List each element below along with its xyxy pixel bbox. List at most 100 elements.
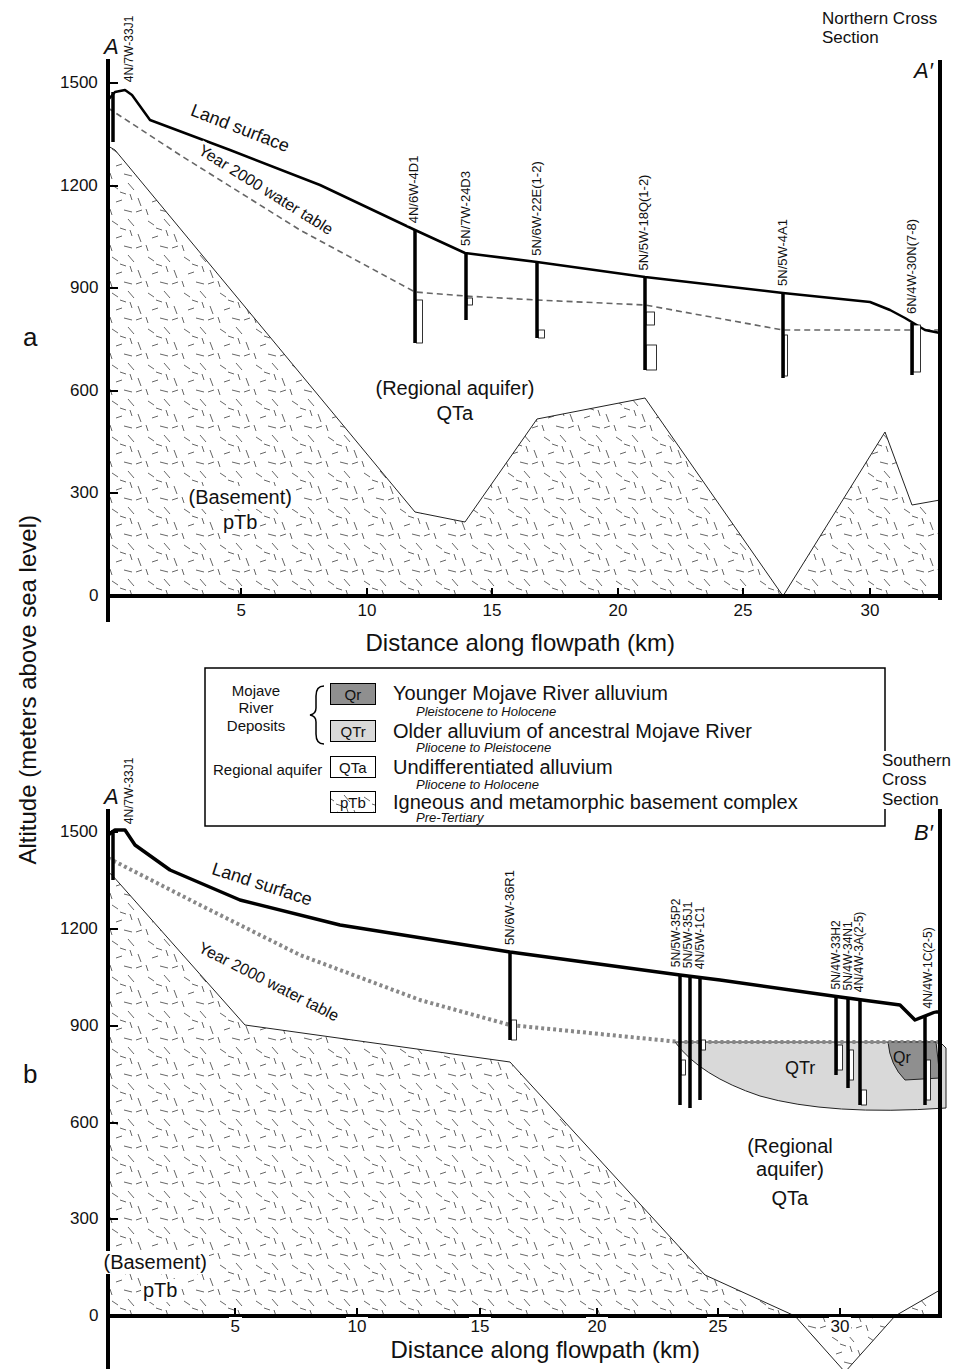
- figure-label: A: [102, 34, 121, 59]
- well-label: 5N/6W-36R1: [502, 868, 517, 947]
- well-casing: [698, 977, 702, 1100]
- figure-label: A: [102, 784, 121, 809]
- basement-b-east: [895, 1290, 940, 1316]
- axis-tick: [479, 1308, 481, 1316]
- figure-label: Mojave River Deposits: [221, 682, 291, 734]
- figure-label: QTr: [339, 723, 368, 740]
- axis-tick: [108, 492, 118, 494]
- legend-text: Undifferentiated alluvium: [391, 756, 615, 779]
- figure-label: pTb: [338, 794, 368, 811]
- well-screen: [512, 1020, 517, 1040]
- figure-label: 10: [346, 1317, 369, 1337]
- figure-label: 15: [481, 601, 504, 621]
- axis-tick: [240, 588, 242, 596]
- land-surface-a: [108, 90, 940, 333]
- basement-b: [108, 872, 795, 1316]
- well-screen: [417, 300, 423, 343]
- swatch-pattern: [331, 792, 375, 812]
- axis-tick: [356, 1308, 358, 1316]
- axis-tick: [742, 588, 744, 596]
- figure-label: 5: [235, 601, 248, 621]
- figure-label: 20: [586, 1317, 609, 1337]
- basement-b-trough: [795, 1316, 895, 1369]
- figure-label: Pleistocene to Holocene: [414, 705, 558, 720]
- axis-tick: [839, 1308, 841, 1316]
- qr-unit: [888, 1042, 940, 1080]
- figure-label: Qr: [891, 1049, 913, 1067]
- figure-label: 25: [707, 1317, 730, 1337]
- axis-tick: [596, 1308, 598, 1316]
- figure-label: 1200: [58, 919, 100, 939]
- axis-line: [106, 40, 110, 622]
- qtr-unit: [675, 1042, 946, 1110]
- figure-label: 900: [68, 1016, 100, 1036]
- axis-tick: [617, 588, 619, 596]
- well-casing: [111, 830, 115, 880]
- axis-tick: [869, 588, 871, 596]
- figure-label: 10: [356, 601, 379, 621]
- well-casing: [688, 976, 692, 1108]
- water-table-b: [108, 858, 940, 1042]
- well-screen: [702, 1040, 706, 1050]
- well-screen: [927, 1060, 931, 1100]
- figure-label: pTb: [141, 1279, 179, 1302]
- well-label: 5N/5W-18Q(1-2): [637, 172, 652, 272]
- axis-tick: [234, 1308, 236, 1316]
- figure-label: Pliocene to Pleistocene: [414, 741, 553, 756]
- legend-text: Older alluvium of ancestral Mojave River: [391, 720, 754, 743]
- axis-tick: [108, 287, 118, 289]
- figure-label: 15: [469, 1317, 492, 1337]
- figure-label: 300: [68, 483, 100, 503]
- axis-line: [938, 790, 942, 1318]
- well-label: 4N/5W-1C1: [694, 905, 708, 971]
- figure-label: 25: [732, 601, 755, 621]
- figure-label: b: [21, 1060, 39, 1090]
- figure-label: Northern Cross Section: [820, 9, 944, 48]
- well-screen: [539, 330, 545, 338]
- well-label: 4N/4W-3A(2-5): [853, 910, 867, 994]
- figure-label: a: [21, 323, 39, 353]
- figure-label: (Regional aquifer): [374, 377, 537, 400]
- figure-label: A′: [912, 58, 935, 83]
- axis-line: [106, 790, 110, 1369]
- figure-label: Qr: [343, 686, 364, 703]
- figure-label: Altitude (meters above sea level): [14, 513, 42, 867]
- figure-label: QTa: [337, 759, 369, 776]
- figure-label: 300: [68, 1209, 100, 1229]
- well-casing: [111, 92, 115, 142]
- well-label: 5N/7W-24D3: [458, 169, 473, 248]
- figure-label: QTr: [783, 1058, 817, 1079]
- figure-label: 30: [829, 1317, 852, 1337]
- well-screen: [838, 1045, 843, 1070]
- axis-line: [106, 594, 942, 598]
- well-label: 4N/7W-33J1: [123, 14, 137, 84]
- axis-tick: [108, 82, 118, 84]
- well-casing: [535, 262, 539, 338]
- axis-line: [938, 60, 942, 600]
- well-label: 5N/5W-4A1: [776, 217, 791, 288]
- well-screen: [850, 1050, 854, 1080]
- basement-a: [108, 146, 940, 596]
- legend-frame: [205, 668, 885, 826]
- well-casing: [858, 1000, 862, 1105]
- axis-tick: [108, 185, 118, 187]
- figure-label: Regional aquifer: [211, 761, 324, 778]
- figure-label: Distance along flowpath (km): [364, 629, 677, 657]
- land-surface-b: [108, 830, 940, 1020]
- figure-label: 600: [68, 381, 100, 401]
- axis-tick: [491, 588, 493, 596]
- axis-tick: [108, 390, 118, 392]
- figure-label: Distance along flowpath (km): [389, 1336, 702, 1364]
- figure-label: (Basement): [102, 1251, 209, 1274]
- figure-label: Pliocene to Holocene: [414, 778, 541, 793]
- axis-tick: [366, 588, 368, 596]
- well-screen: [647, 312, 655, 325]
- figure-label: Land surface: [207, 857, 316, 910]
- figure-label: 20: [607, 601, 630, 621]
- figure-label: QTa: [770, 1187, 811, 1210]
- well-casing: [464, 253, 468, 320]
- well-screen: [914, 325, 921, 372]
- well-screen: [647, 345, 657, 370]
- axis-tick: [717, 1308, 719, 1316]
